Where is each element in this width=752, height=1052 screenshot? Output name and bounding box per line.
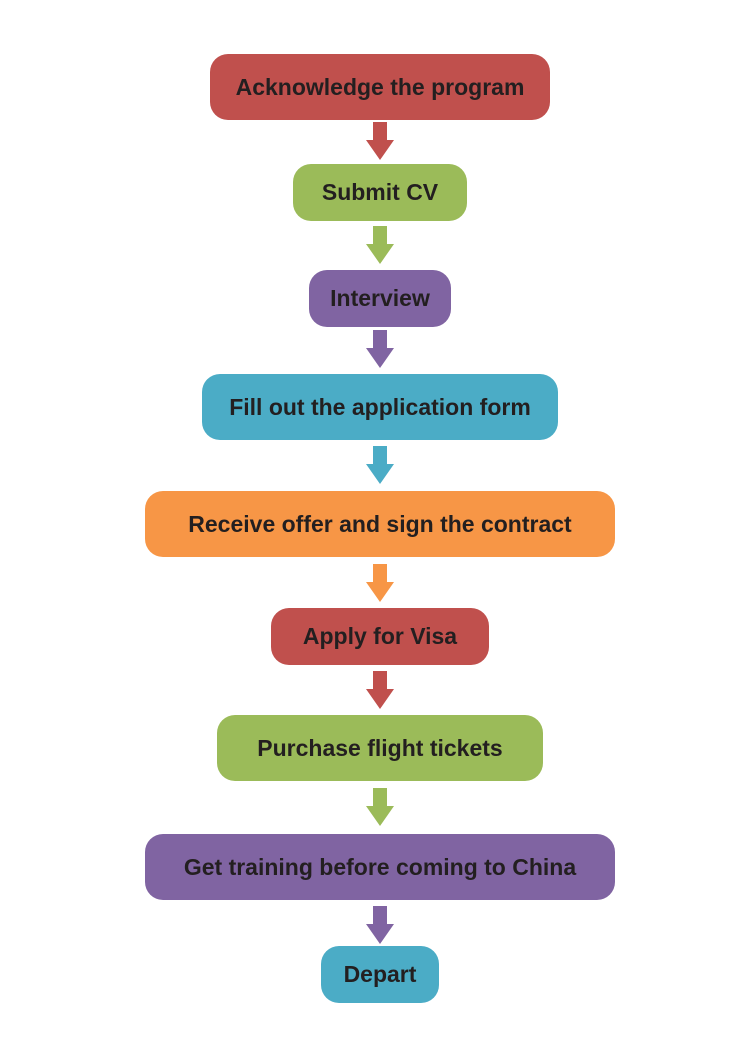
arrow-down-1 xyxy=(366,122,394,160)
arrow-down-8 xyxy=(366,906,394,944)
step-submit-cv: Submit CV xyxy=(293,164,467,221)
step-get-training: Get training before coming to China xyxy=(145,834,615,900)
down-arrow-icon xyxy=(366,122,394,160)
down-arrow-icon xyxy=(366,446,394,484)
arrow-down-4 xyxy=(366,446,394,484)
down-arrow-icon xyxy=(366,788,394,826)
down-arrow-shape xyxy=(366,122,394,160)
down-arrow-shape xyxy=(366,906,394,944)
step-purchase-tickets: Purchase flight tickets xyxy=(217,715,543,781)
step-label: Submit CV xyxy=(321,179,439,205)
down-arrow-icon xyxy=(366,330,394,368)
step-label: Acknowledge the program xyxy=(235,73,525,100)
step-label: Fill out the application form xyxy=(229,393,531,420)
down-arrow-shape xyxy=(366,788,394,826)
step-acknowledge-program: Acknowledge the program xyxy=(210,54,550,120)
down-arrow-shape xyxy=(366,564,394,602)
step-label: Interview xyxy=(330,285,430,311)
step-depart: Depart xyxy=(321,946,439,1003)
step-apply-visa: Apply for Visa xyxy=(271,608,489,665)
down-arrow-shape xyxy=(366,671,394,709)
down-arrow-shape xyxy=(366,446,394,484)
arrow-down-7 xyxy=(366,788,394,826)
step-application-form: Fill out the application form xyxy=(202,374,558,440)
step-label: Get training before coming to China xyxy=(183,853,577,880)
down-arrow-shape xyxy=(366,226,394,264)
step-receive-offer: Receive offer and sign the contract xyxy=(145,491,615,557)
step-label: Receive offer and sign the contract xyxy=(188,510,572,537)
down-arrow-icon xyxy=(366,226,394,264)
step-label: Depart xyxy=(343,961,417,987)
down-arrow-icon xyxy=(366,906,394,944)
arrow-down-2 xyxy=(366,226,394,264)
step-label: Apply for Visa xyxy=(302,623,458,649)
step-label: Purchase flight tickets xyxy=(257,734,503,761)
down-arrow-icon xyxy=(366,671,394,709)
arrow-down-3 xyxy=(366,330,394,368)
down-arrow-icon xyxy=(366,564,394,602)
arrow-down-5 xyxy=(366,564,394,602)
step-interview: Interview xyxy=(309,270,451,327)
arrow-down-6 xyxy=(366,671,394,709)
down-arrow-shape xyxy=(366,330,394,368)
